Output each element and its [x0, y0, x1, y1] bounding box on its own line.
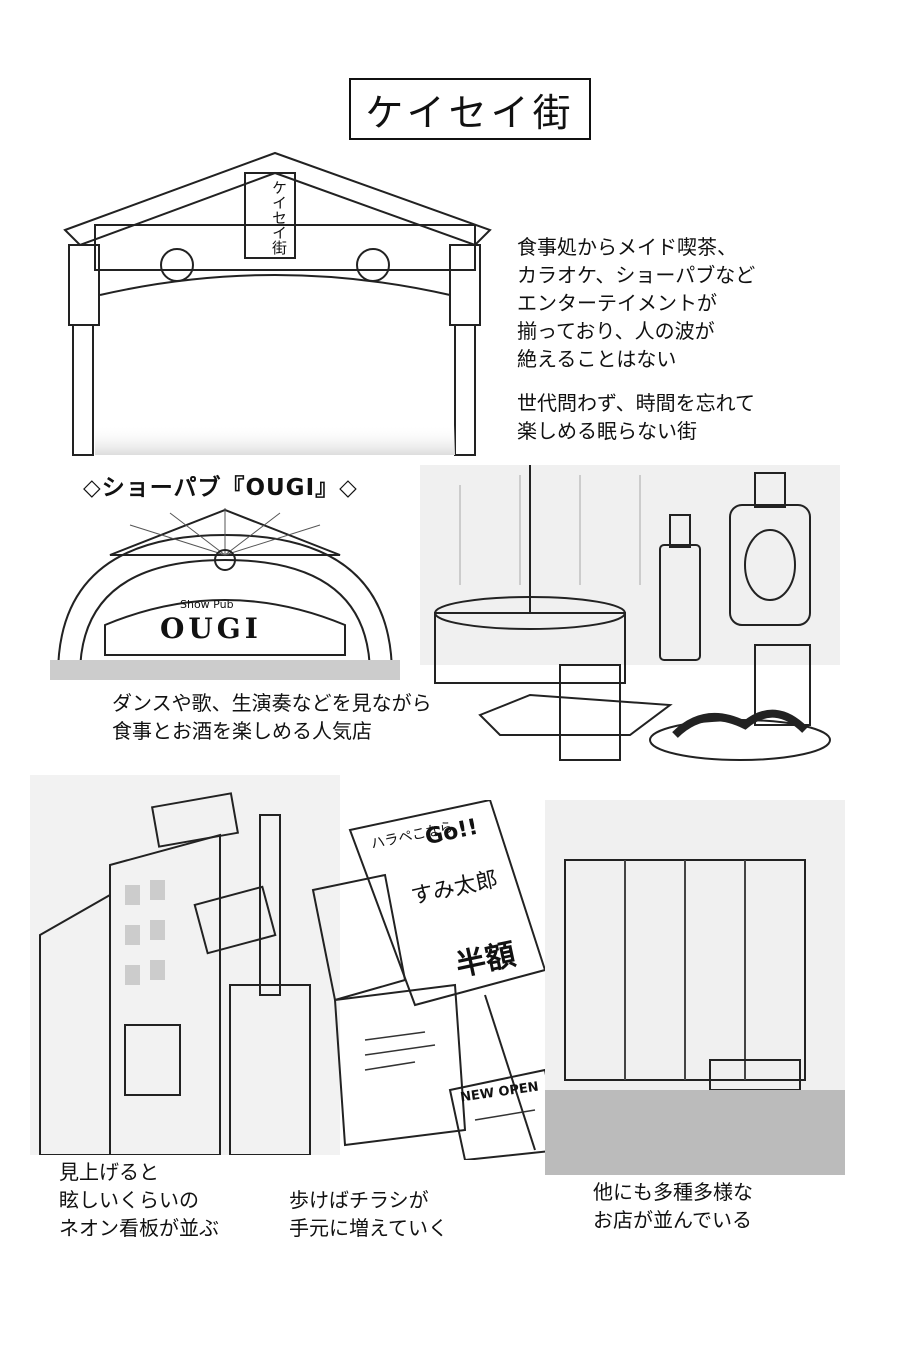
gate-sign-text: ケイセイ街: [270, 180, 288, 255]
ougi-sign-big: OUGI: [160, 612, 262, 645]
caption-neon: 見上げると 眩しいくらいの ネオン看板が並ぶ: [59, 1160, 219, 1240]
shops-illustration: [545, 800, 845, 1175]
ougi-sign-small: Show Pub: [180, 598, 234, 611]
caption-flyers: 歩けばチラシが 手元に増えていく: [289, 1188, 448, 1240]
showpub-heading: ◇ショーパブ『OUGI』◇: [83, 475, 358, 501]
flyers-illustration: [311, 800, 562, 1160]
neon-buildings-illustration: [30, 775, 340, 1155]
caption-shops: 他にも多種多様な お店が並んでいる: [593, 1180, 753, 1232]
gate-sign: ケイセイ街: [250, 180, 290, 255]
page-title: ケイセイ街: [349, 78, 591, 140]
ougi-sign-illustration: [50, 508, 400, 680]
stage-food-illustration: [420, 465, 840, 761]
showpub-caption: ダンスや歌、生演奏などを見ながら 食事とお酒を楽しめる人気店: [112, 691, 432, 743]
page-title-text: ケイセイ街: [365, 90, 575, 135]
gate-illustration: [63, 151, 492, 456]
gate-description-2: 世代問わず、時間を忘れて 楽しめる眠らない街: [517, 391, 755, 443]
gate-description: 食事処からメイド喫茶、 カラオケ、ショーパブなど エンターテイメントが 揃ってお…: [517, 235, 756, 371]
